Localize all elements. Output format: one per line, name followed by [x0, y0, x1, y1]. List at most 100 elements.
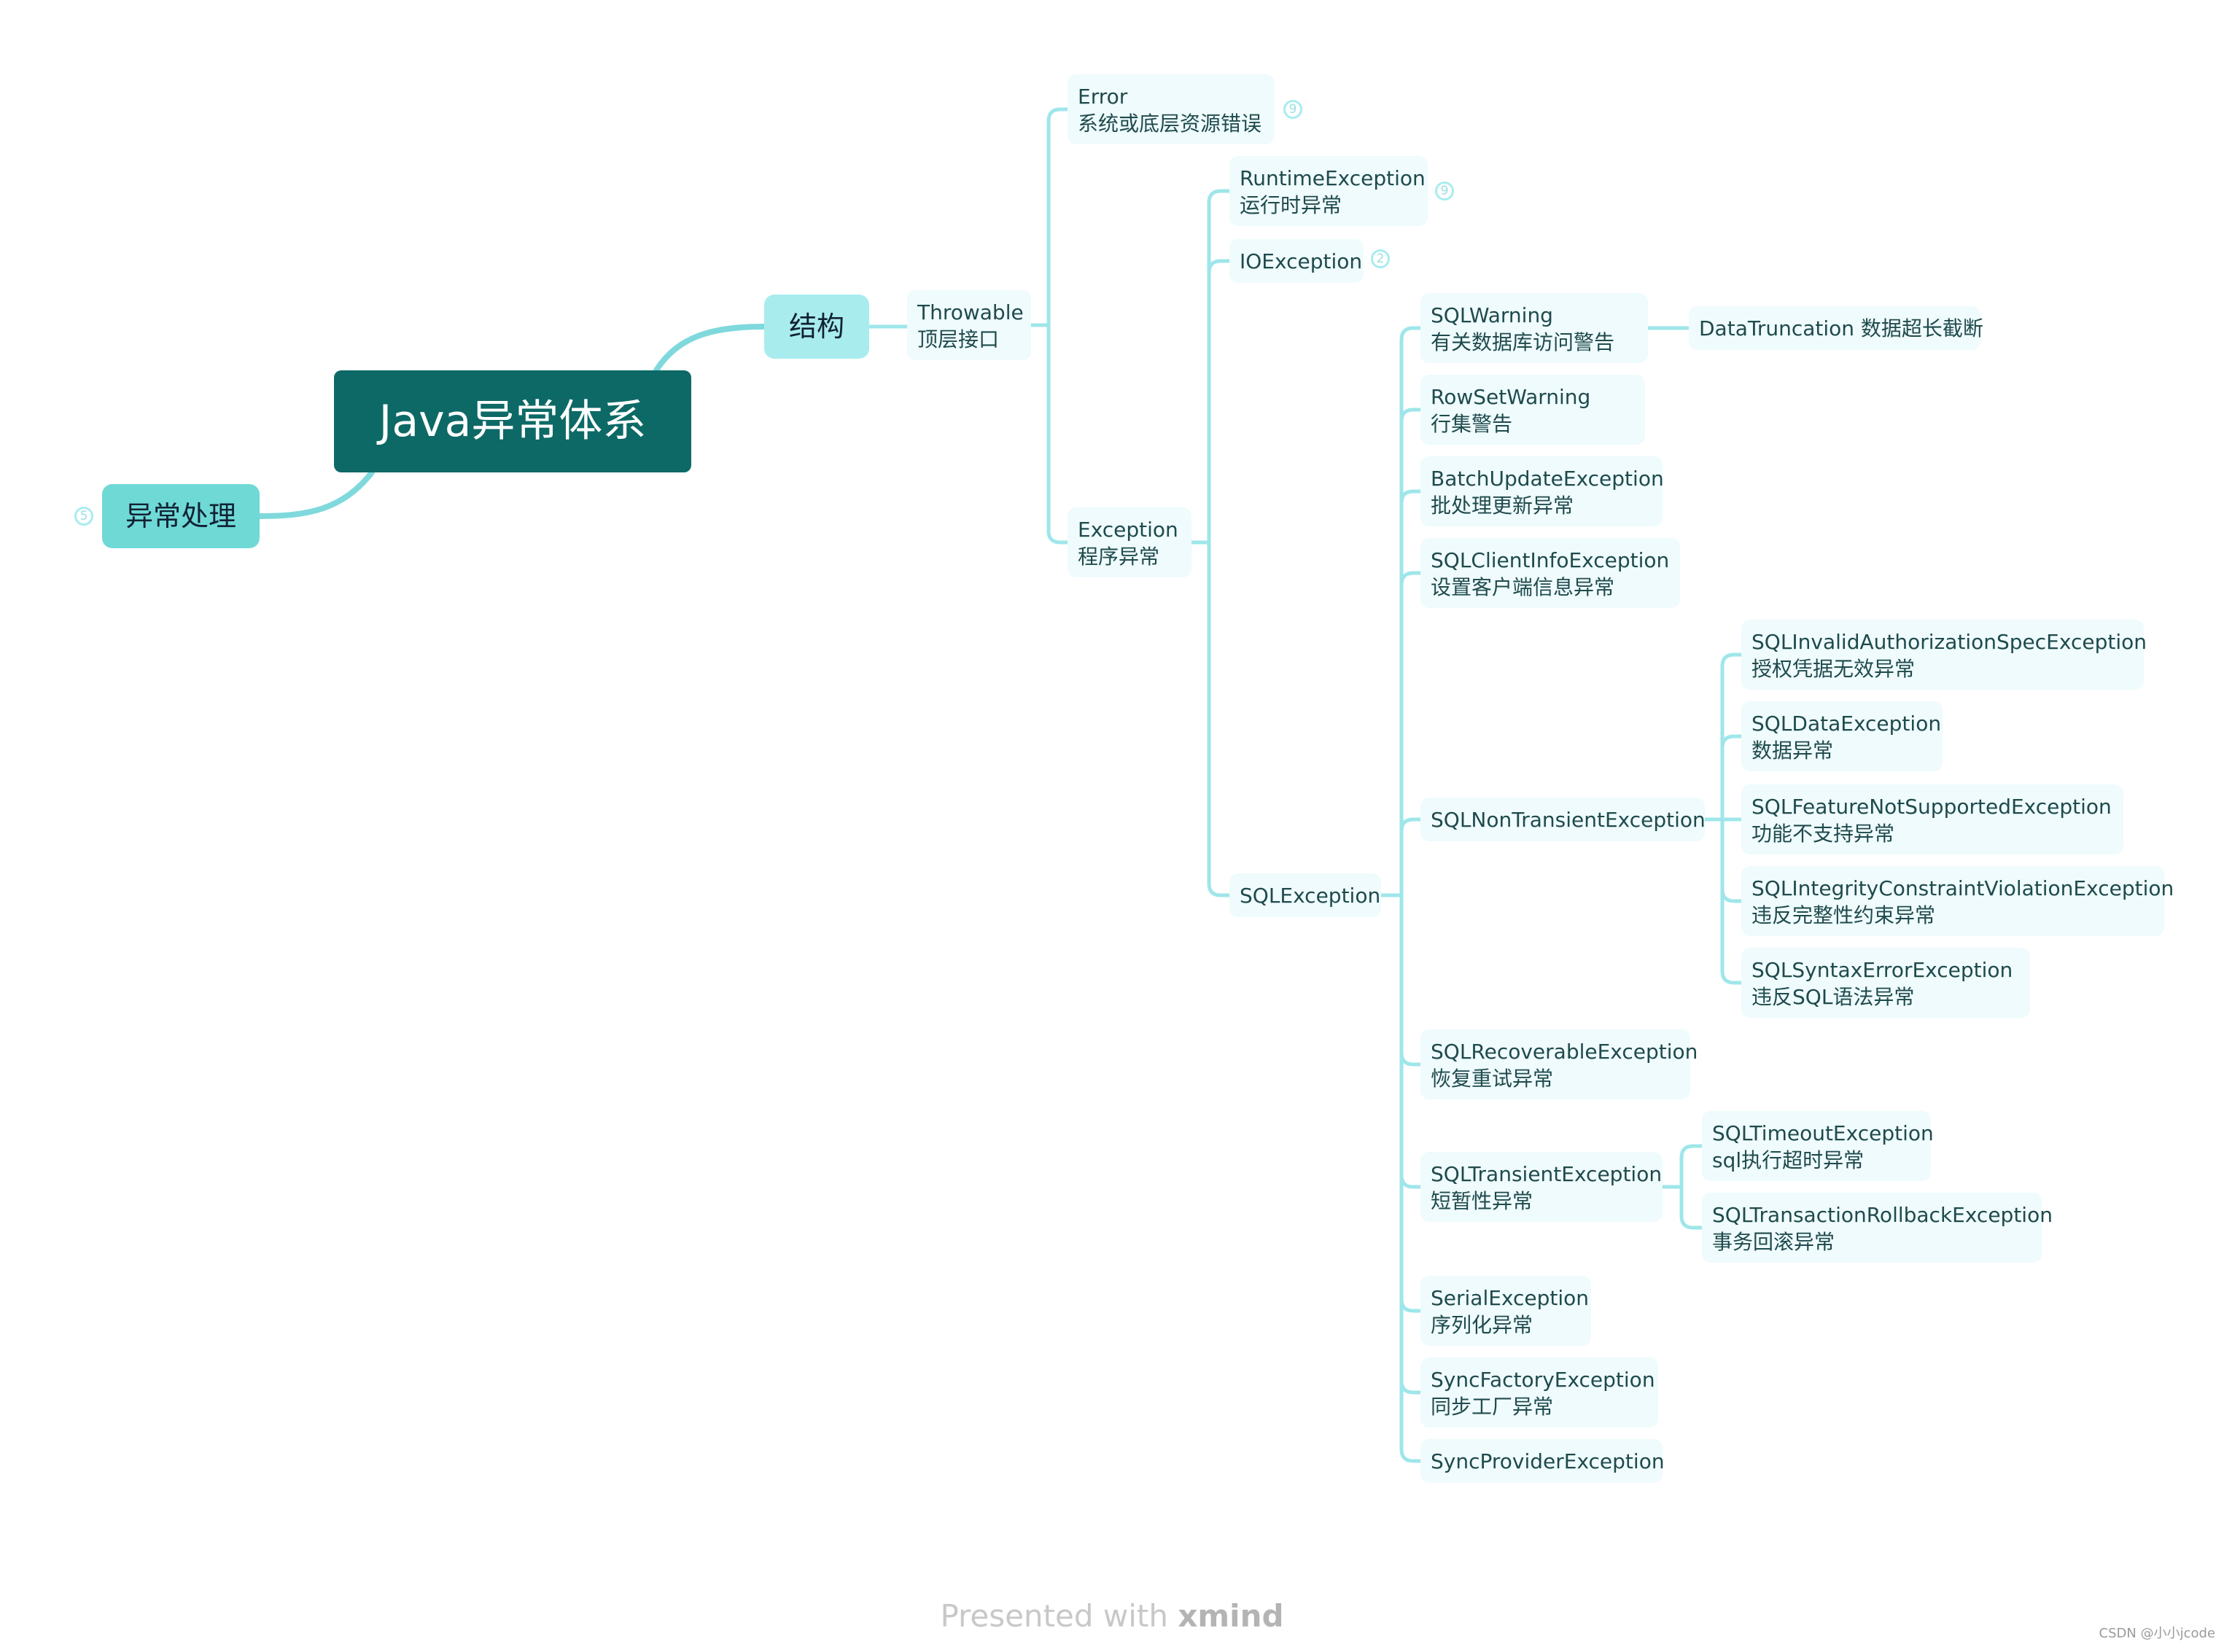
node-title: IOException — [1240, 249, 1363, 273]
sqlexception-branch-1 — [1399, 408, 1423, 897]
node-title: SQLTransientException — [1431, 1162, 1663, 1186]
csdn-watermark: CSDN @小小jcode — [2099, 1626, 2215, 1641]
collapsed-count-badge[interactable]: 5 — [74, 507, 93, 526]
xmind-logo: xmind — [1178, 1598, 1284, 1634]
sqlexception-branch-4 — [1399, 817, 1423, 897]
sqlexception-branch-8 — [1399, 893, 1423, 1395]
node-sql-integrity-constraint-violation-exception[interactable]: SQLIntegrityConstraintViolationException… — [1741, 866, 2174, 936]
node-io-exception[interactable]: IOException — [1229, 239, 1364, 283]
transient-branch-1 — [1679, 1185, 1704, 1230]
sqlexception-branch-9 — [1399, 893, 1423, 1463]
node-runtime-exception[interactable]: RuntimeException 运行时异常 — [1229, 156, 1428, 226]
node-title: BatchUpdateException — [1431, 467, 1664, 491]
node-subtitle: 设置客户端信息异常 — [1431, 575, 1615, 599]
topic-exception-handling[interactable]: 异常处理 — [102, 484, 260, 548]
node-sql-non-transient-exception[interactable]: SQLNonTransientException — [1420, 798, 1706, 841]
node-title: SQLRecoverableException — [1431, 1040, 1698, 1064]
node-sync-factory-exception[interactable]: SyncFactoryException 同步工厂异常 — [1420, 1357, 1658, 1427]
node-title: SQLIntegrityConstraintViolationException — [1751, 876, 2174, 900]
node-sql-transient-exception[interactable]: SQLTransientException 短暂性异常 — [1420, 1152, 1663, 1222]
node-subtitle: 有关数据库访问警告 — [1431, 330, 1615, 354]
central-to-structure — [653, 324, 767, 373]
sqlexception-branch-2 — [1399, 489, 1423, 897]
node-title: SQLSyntaxErrorException — [1751, 958, 2013, 982]
sqlexception-branch-3 — [1399, 571, 1423, 897]
node-title: SQLWarning — [1431, 303, 1553, 327]
node-subtitle: sql执行超时异常 — [1712, 1148, 1865, 1172]
sqlexception-branch-7 — [1399, 893, 1423, 1313]
node-rowset-warning[interactable]: RowSetWarning 行集警告 — [1420, 375, 1645, 445]
exception-branch-1 — [1207, 259, 1232, 545]
central-topic[interactable]: Java异常体系 — [334, 370, 691, 472]
node-title: SQLDataException — [1751, 712, 1942, 736]
node-subtitle: 批处理更新异常 — [1431, 494, 1574, 518]
node-sql-data-exception[interactable]: SQLDataException 数据异常 — [1741, 701, 1943, 771]
topic-structure[interactable]: 结构 — [764, 295, 869, 359]
node-sql-syntax-error-exception[interactable]: SQLSyntaxErrorException 违反SQL语法异常 — [1741, 948, 2030, 1018]
node-error[interactable]: Error 系统或底层资源错误 — [1068, 74, 1275, 144]
sqlexception-branch-6 — [1399, 893, 1423, 1189]
throwable-branch-0 — [1046, 107, 1070, 327]
node-subtitle: 系统或底层资源错误 — [1078, 112, 1262, 136]
node-title: Exception — [1078, 518, 1178, 542]
node-title: SQLNonTransientException — [1431, 808, 1706, 832]
node-sql-exception[interactable]: SQLException — [1229, 873, 1381, 917]
collapsed-count-badge[interactable]: 2 — [1371, 249, 1390, 268]
node-sync-provider-exception[interactable]: SyncProviderException — [1420, 1439, 1665, 1483]
node-sql-feature-not-supported-exception[interactable]: SQLFeatureNotSupportedException 功能不支持异常 — [1741, 784, 2123, 854]
node-title: RowSetWarning — [1431, 385, 1591, 409]
node-data-truncation[interactable]: DataTruncation 数据超长截断 — [1689, 306, 1983, 350]
node-subtitle: 授权凭据无效异常 — [1751, 657, 1916, 681]
node-title: Throwable — [917, 300, 1024, 324]
nontransient-branch-4 — [1720, 817, 1743, 985]
node-sql-client-info-exception[interactable]: SQLClientInfoException 设置客户端信息异常 — [1420, 538, 1680, 608]
nontransient-branch-3 — [1720, 817, 1743, 903]
node-exception[interactable]: Exception 程序异常 — [1068, 507, 1191, 577]
throwable-branch-1 — [1046, 323, 1070, 545]
central-to-exception-handling — [257, 470, 375, 519]
collapsed-count-badge[interactable]: 9 — [1283, 100, 1302, 119]
node-subtitle: 同步工厂异常 — [1431, 1395, 1554, 1419]
sqlexception-branch-5 — [1399, 893, 1423, 1067]
node-title: SyncFactoryException — [1431, 1368, 1655, 1392]
node-title: SerialException — [1431, 1286, 1590, 1310]
node-subtitle: 事务回滚异常 — [1712, 1230, 1835, 1254]
node-sql-recoverable-exception[interactable]: SQLRecoverableException 恢复重试异常 — [1420, 1029, 1698, 1099]
collapsed-count-badge[interactable]: 9 — [1435, 182, 1454, 200]
node-title: SQLTransactionRollbackException — [1712, 1203, 2053, 1227]
node-title: SQLFeatureNotSupportedException — [1751, 795, 2112, 819]
node-subtitle: 数据异常 — [1751, 739, 1834, 763]
node-subtitle: 违反SQL语法异常 — [1751, 985, 1915, 1009]
node-serial-exception[interactable]: SerialException 序列化异常 — [1420, 1276, 1591, 1346]
node-batch-update-exception[interactable]: BatchUpdateException 批处理更新异常 — [1420, 456, 1664, 526]
node-subtitle: 顶层接口 — [917, 327, 1000, 351]
node-subtitle: 短暂性异常 — [1431, 1189, 1533, 1213]
node-subtitle: 功能不支持异常 — [1751, 822, 1895, 846]
node-throwable[interactable]: Throwable 顶层接口 — [907, 290, 1031, 360]
node-sql-warning[interactable]: SQLWarning 有关数据库访问警告 — [1420, 293, 1648, 363]
node-title: SQLInvalidAuthorizationSpecException — [1751, 630, 2147, 654]
node-subtitle: 行集警告 — [1431, 412, 1513, 436]
nontransient-branch-0 — [1720, 652, 1743, 822]
node-sql-timeout-exception[interactable]: SQLTimeoutException sql执行超时异常 — [1702, 1111, 1934, 1181]
node-title: Error — [1078, 85, 1128, 109]
node-title: DataTruncation 数据超长截断 — [1699, 316, 1983, 340]
transient-branch-0 — [1679, 1144, 1704, 1189]
node-title: RuntimeException — [1240, 166, 1426, 190]
presented-with-footer: Presented with xmind — [0, 1598, 2224, 1634]
exception-branch-0 — [1207, 189, 1232, 545]
node-title: SQLClientInfoException — [1431, 548, 1670, 572]
node-subtitle: 运行时异常 — [1240, 193, 1342, 217]
sqlexception-branch-0 — [1399, 326, 1423, 897]
node-subtitle: 违反完整性约束异常 — [1751, 903, 1936, 927]
footer-prefix: Presented with — [940, 1598, 1178, 1634]
nontransient-branch-1 — [1720, 734, 1743, 822]
node-subtitle: 程序异常 — [1078, 545, 1160, 569]
node-title: SyncProviderException — [1431, 1449, 1665, 1473]
node-sql-transaction-rollback-exception[interactable]: SQLTransactionRollbackException 事务回滚异常 — [1702, 1193, 2053, 1263]
exception-branch-2 — [1207, 540, 1232, 897]
node-sql-invalid-authorization-spec-exception[interactable]: SQLInvalidAuthorizationSpecException 授权凭… — [1741, 620, 2147, 690]
node-subtitle: 序列化异常 — [1431, 1313, 1533, 1337]
